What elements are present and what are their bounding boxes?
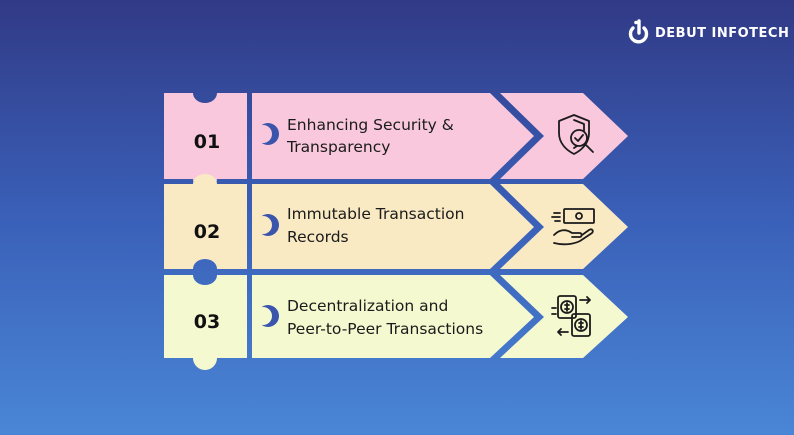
brand-logo: DEBUT INFOTECH (627, 18, 789, 48)
step-1-label-line-2: Transparency (286, 138, 390, 156)
shield-check-search-icon (558, 114, 594, 155)
step-3-arrow-tip (500, 275, 628, 358)
step-3-label-line-2: Peer-to-Peer Transactions (287, 320, 483, 338)
step-3-body (252, 275, 534, 358)
step-3-label-line-1: Decentralization and (287, 297, 448, 315)
step-row-1: 01 Enhancing Security & Transparency (164, 93, 628, 189)
step-1-arrow-tip (500, 93, 628, 179)
peer-to-peer-exchange-icon (551, 295, 591, 337)
step-2-label-line-1: Immutable Transaction (287, 205, 464, 223)
debut-infotech-logo-icon (628, 19, 649, 44)
step-1-puzzle-piece (164, 93, 247, 189)
step-2-number: 02 (194, 221, 220, 243)
cash-hand-icon (551, 208, 595, 246)
step-2-arrow-tip (500, 184, 628, 269)
step-2-puzzle-piece (164, 174, 247, 269)
step-2-body (252, 184, 534, 269)
step-row-2: 02 Immutable Transaction Records (164, 174, 628, 269)
step-3-puzzle-piece (164, 275, 247, 370)
step-row-3: 03 Decentralization and Peer-to-Peer Tra… (164, 275, 628, 370)
step-1-body (252, 93, 534, 179)
brand-name: DEBUT INFOTECH (655, 25, 790, 41)
step-2-label-line-2: Records (287, 228, 349, 246)
step-1-label-line-1: Enhancing Security & (287, 116, 454, 134)
step-3-number: 03 (194, 311, 220, 333)
step-1-number: 01 (194, 131, 220, 153)
